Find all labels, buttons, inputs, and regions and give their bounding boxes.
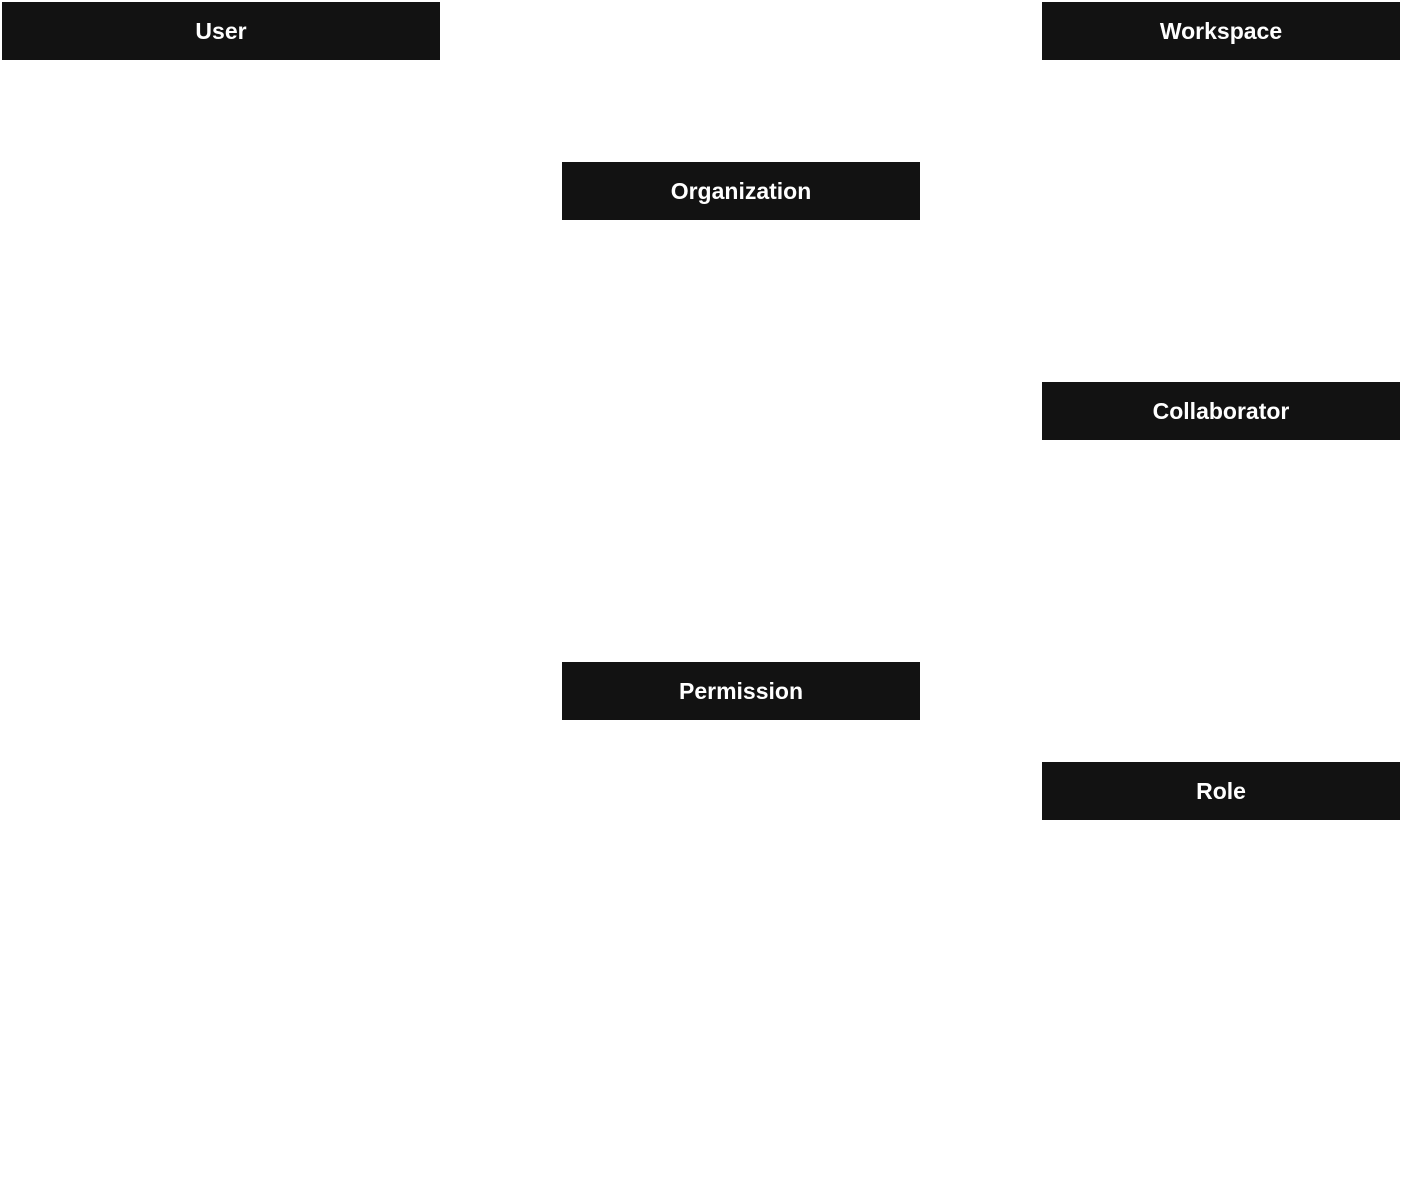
- entity-permission-header[interactable]: Permission: [562, 662, 920, 720]
- entity-workspace-header[interactable]: Workspace: [1042, 2, 1400, 60]
- entity-user-title: User: [195, 17, 247, 44]
- entity-role-header[interactable]: Role: [1042, 762, 1400, 820]
- entity-organization-title: Organization: [670, 177, 812, 204]
- entity-organization-header[interactable]: Organization: [562, 162, 920, 220]
- entity-user-header[interactable]: User: [2, 2, 440, 60]
- entity-collaborator-header[interactable]: Collaborator: [1042, 382, 1400, 440]
- entity-workspace-title: Workspace: [1159, 17, 1283, 44]
- entity-role-title: Role: [1196, 777, 1246, 804]
- entity-permission-title: Permission: [679, 677, 803, 704]
- entity-collaborator-title: Collaborator: [1152, 397, 1290, 424]
